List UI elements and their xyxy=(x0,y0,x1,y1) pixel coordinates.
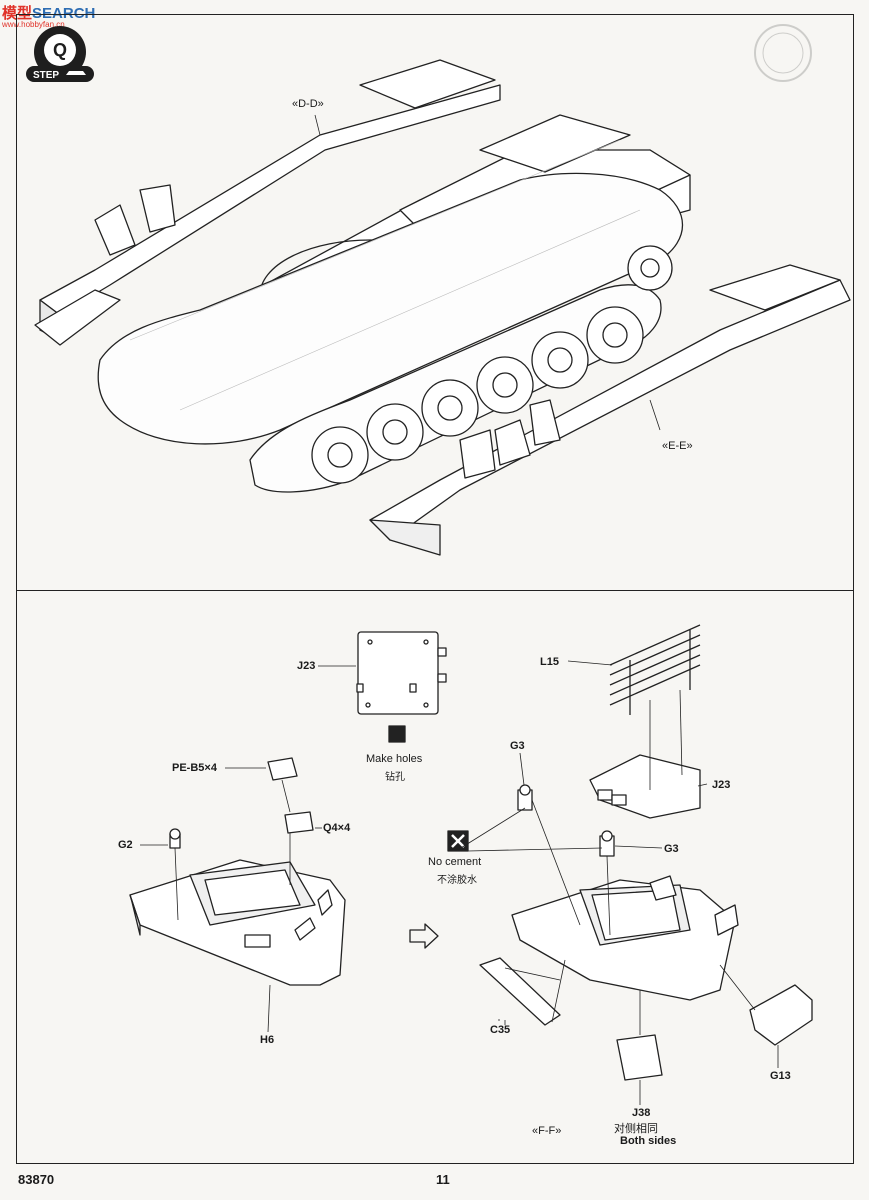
label-j38: J38 xyxy=(632,1107,651,1119)
label-j23-right: J23 xyxy=(712,779,731,791)
no-cement-label-zh: 不涂胶水 xyxy=(437,875,477,886)
label-pe-b5: PE-B5×4 xyxy=(172,762,217,774)
watermark-url: www.hobbyfan.cn xyxy=(2,20,65,29)
label-c35: C35 xyxy=(490,1024,511,1036)
make-holes-label: Make holes xyxy=(366,753,423,765)
step-badge: Q STEP xyxy=(22,24,98,88)
stamp-icon xyxy=(754,24,812,82)
both-sides-label-zh: 对侧相同 xyxy=(614,1123,658,1135)
label-g13: G13 xyxy=(770,1070,791,1082)
no-cement-label: No cement xyxy=(428,856,482,868)
hull-assembly-diagram xyxy=(34,59,851,556)
page-frame xyxy=(16,14,854,1164)
label-q4: Q4×4 xyxy=(323,822,351,834)
step-label: STEP xyxy=(33,70,59,81)
label-g2: G2 xyxy=(118,839,133,851)
label-j23-top: J23 xyxy=(297,660,316,672)
callout-e-e: «E-E» xyxy=(662,440,693,452)
section-divider xyxy=(16,590,854,591)
kit-number: 83870 xyxy=(18,1172,55,1187)
page-number: 11 xyxy=(436,1172,450,1187)
step-number: Q xyxy=(53,40,67,60)
label-h6: H6 xyxy=(260,1034,275,1046)
label-g3-lower: G3 xyxy=(664,843,679,855)
watermark-brand-red: 模型 xyxy=(2,5,33,22)
callout-d-d: «D-D» xyxy=(292,98,324,110)
label-l15: L15 xyxy=(540,656,559,668)
watermark-brand-blue: SEARCH xyxy=(32,5,96,22)
both-sides-label: Both sides xyxy=(620,1135,677,1147)
label-g3-upper: G3 xyxy=(510,740,525,752)
make-holes-label-zh: 钻孔 xyxy=(385,772,405,783)
watermark-logo: 模型SEARCH xyxy=(2,2,95,23)
section-mark-f-f: «F-F» xyxy=(532,1125,562,1137)
